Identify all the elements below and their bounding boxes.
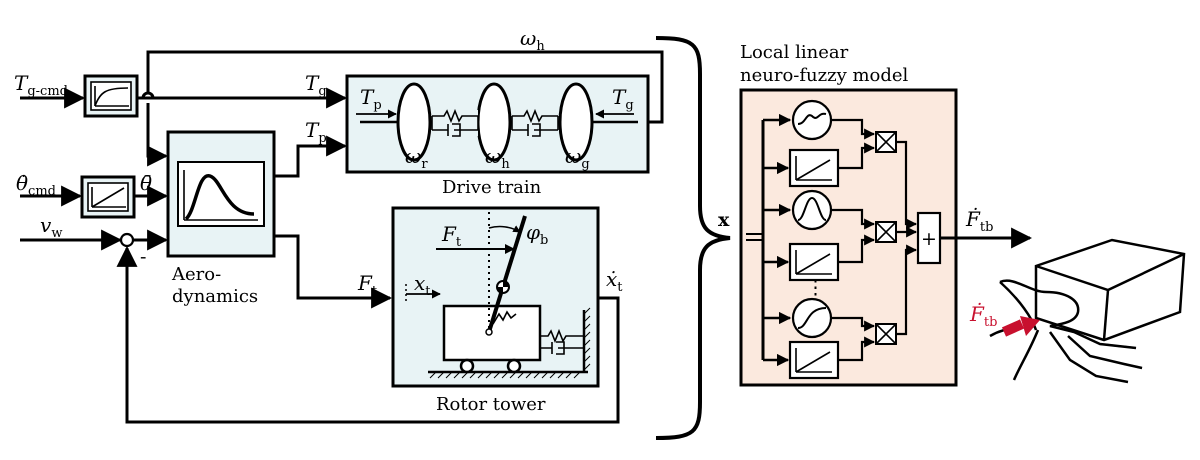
tg-inner-label: Tg (612, 85, 634, 113)
summer-plus: + (921, 228, 937, 250)
omega-g-label: ωg (565, 144, 590, 172)
validity-function-1 (791, 99, 833, 141)
input-brace (655, 36, 731, 440)
x-vector-label: x (718, 209, 730, 231)
low-pass-block (83, 74, 139, 118)
model-caption-1: Local linear (740, 42, 849, 63)
spring-damper-1 (431, 108, 479, 137)
vw-label: vw (40, 213, 62, 241)
ft-wire-label: Ft (357, 271, 378, 299)
minus-sign: - (140, 246, 146, 268)
ft-inner-label: Ft (441, 222, 462, 250)
rotor-tower-caption: Rotor tower (436, 394, 546, 415)
spring-damper-2 (511, 108, 559, 137)
model-caption-2: neuro-fuzzy model (740, 65, 909, 86)
neuro-fuzzy-model-block: ⋮ + (739, 88, 958, 387)
ft-wire (274, 234, 393, 309)
aero-caption-1: Aero- (171, 264, 221, 285)
wire-crossover (141, 91, 155, 99)
rotor-tower-block (391, 206, 600, 388)
omega-h-top-label: ωh (520, 26, 545, 54)
drive-train-block (345, 74, 650, 174)
aerodynamics-block (166, 130, 276, 258)
drive-train-caption: Drive train (442, 177, 542, 198)
multiplier-icon (875, 221, 897, 243)
theta-bar-label: θ̄ (140, 171, 152, 195)
tp-wire (274, 135, 348, 178)
tp-inner-label: Tp (360, 85, 382, 113)
tg-wire-label: Tg (305, 71, 327, 99)
omega-h-feedback-upper (146, 50, 664, 124)
hand-icon (989, 238, 1186, 384)
xt-dot-feedback (116, 245, 620, 424)
tg-cmd-label: Tg-cmd (14, 71, 68, 99)
low-pass-axes (94, 86, 129, 107)
low-pass-icon (94, 87, 129, 107)
integrator-block (80, 175, 136, 219)
omega-h-label: ωh (485, 144, 510, 172)
pendulum-rod (487, 215, 527, 333)
ramp-icon (91, 187, 125, 208)
multiplier-icon (875, 323, 897, 345)
omega-h-to-aero (146, 103, 169, 167)
validity-function-3 (791, 297, 833, 339)
ftb-output-label: Ḟtb (965, 207, 993, 235)
omega-r-label: ωr (405, 144, 428, 172)
gaussian-icon (797, 196, 827, 221)
power-curve-icon (184, 174, 255, 221)
tp-wire-label: Tp (305, 118, 327, 146)
validity-function-2 (791, 189, 833, 231)
sigmoid-icon (797, 307, 827, 329)
ftb-hand-label: Ḟtb (969, 302, 997, 330)
multiplier-icon (875, 131, 897, 153)
xt-label: xt (414, 271, 431, 299)
phi-b-label: φb (526, 220, 548, 248)
sum-junction (119, 232, 135, 248)
xt-dot-label: ẋt (606, 267, 623, 295)
sigmoid-icon (797, 112, 827, 125)
aero-caption-2: dynamics (172, 286, 258, 307)
more-rows-dots: ⋮ (806, 277, 825, 299)
power-curve-axes (183, 170, 258, 221)
